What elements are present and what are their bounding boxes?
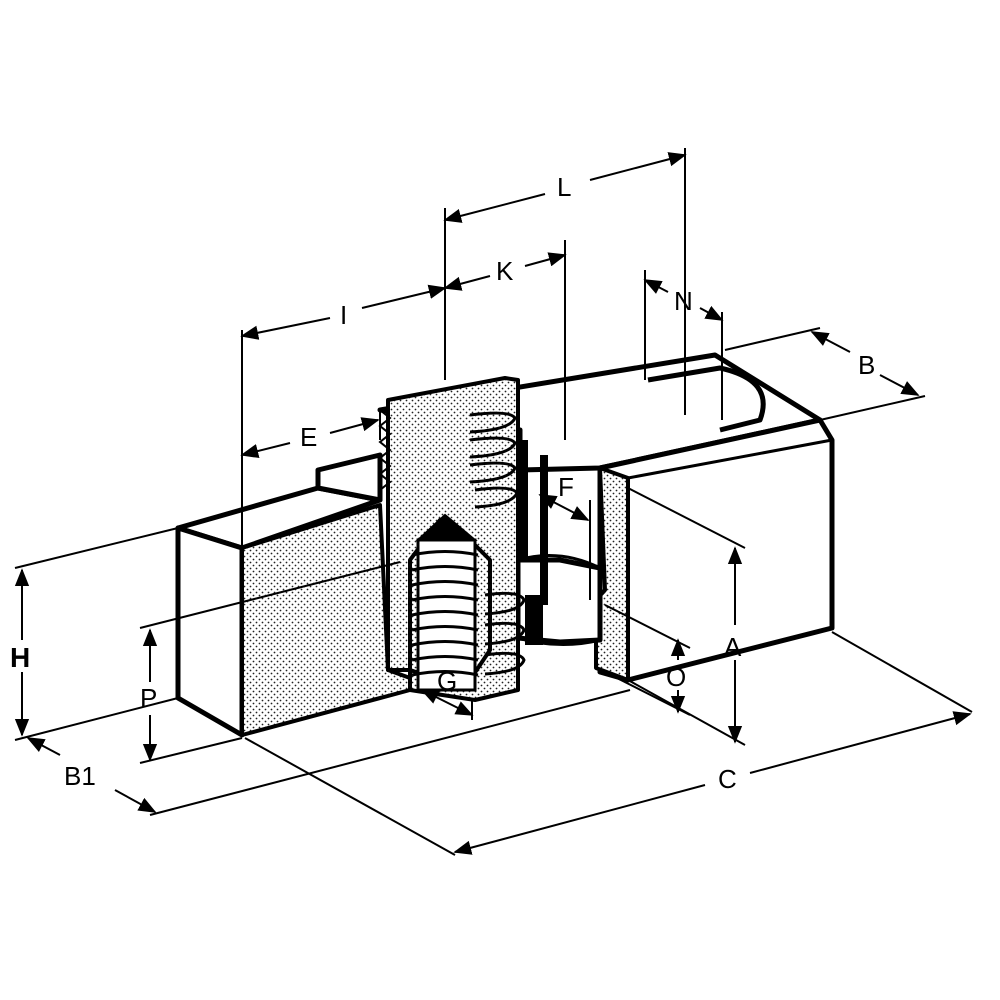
label-A: A <box>724 632 742 662</box>
jaw-body <box>175 352 835 738</box>
bolt <box>411 513 479 692</box>
dimension-lines <box>14 148 973 856</box>
label-B: B <box>858 350 875 380</box>
center-groove-dark-2 <box>540 455 548 605</box>
label-C: C <box>718 764 737 794</box>
dimension-labels: I K L N B E F G H P B1 C A O <box>10 172 875 794</box>
label-G: G <box>437 666 457 696</box>
left-block-section <box>240 503 412 737</box>
label-E: E <box>300 422 317 452</box>
right-block-face <box>597 417 835 683</box>
label-N: N <box>674 286 693 316</box>
t-slot-curve <box>647 365 766 433</box>
serrations <box>469 411 526 676</box>
center-groove-dark <box>518 440 528 560</box>
label-I: I <box>340 300 347 330</box>
left-block-end-face <box>175 525 245 738</box>
label-H: H <box>10 642 30 673</box>
label-L: L <box>557 172 571 202</box>
label-P: P <box>140 683 157 713</box>
label-F: F <box>558 472 574 502</box>
label-O: O <box>666 662 686 692</box>
left-serrations <box>378 409 392 491</box>
label-K: K <box>496 256 514 286</box>
label-B1: B1 <box>64 761 96 791</box>
left-step <box>315 452 383 503</box>
